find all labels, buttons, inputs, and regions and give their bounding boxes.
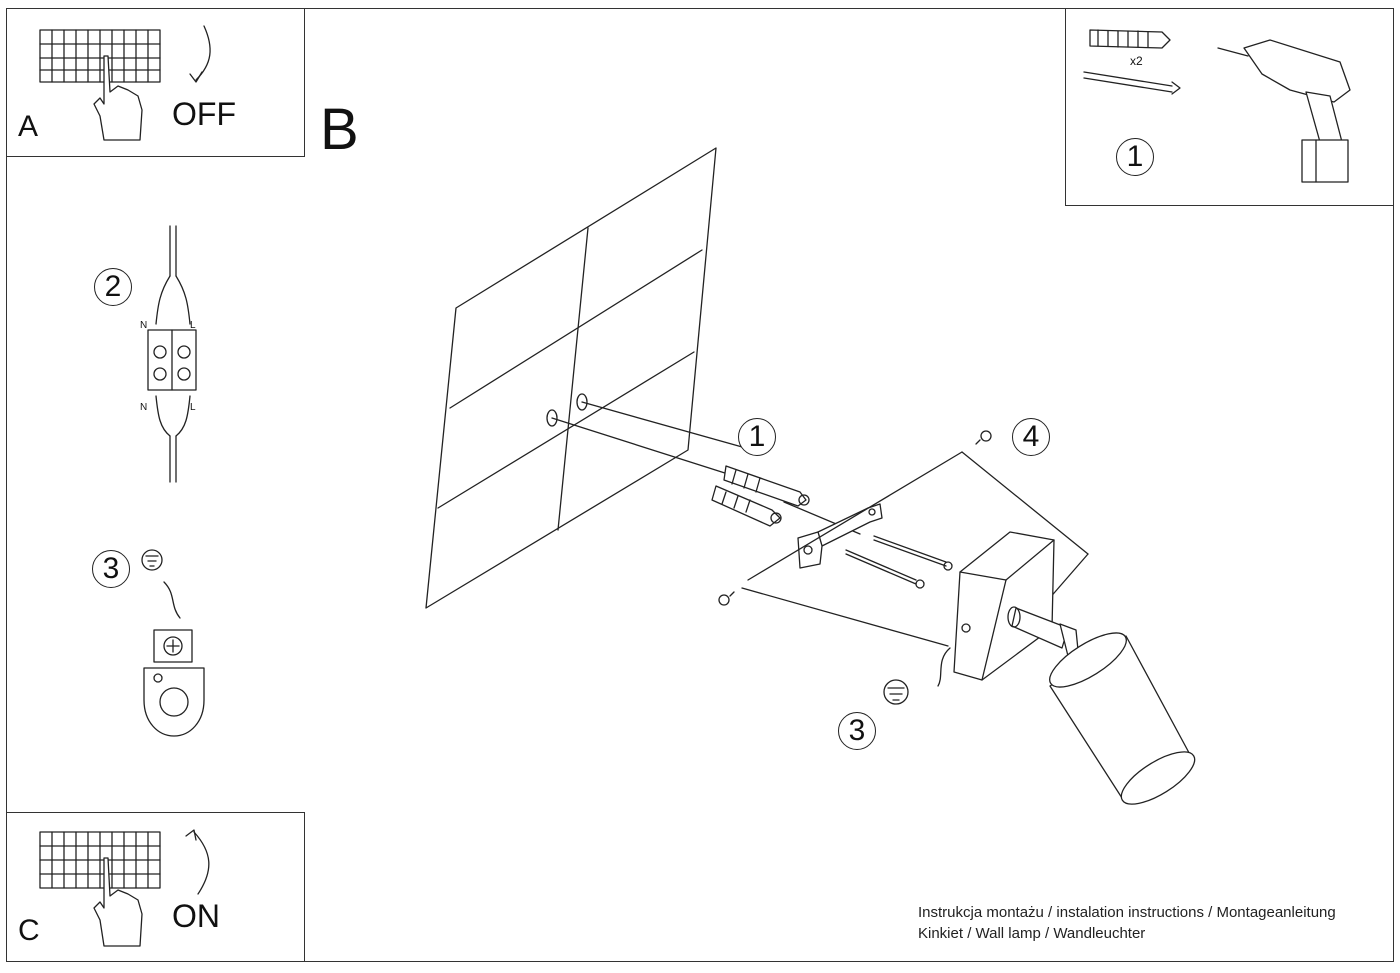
- wire-label-n-bottom: N: [140, 402, 148, 413]
- step-number-4: 4: [1012, 418, 1050, 456]
- hand-pointer-icon: [93, 55, 143, 141]
- footer-line-1: Instrukcja montażu / instalation instruc…: [918, 904, 1336, 921]
- wire-label-l-bottom: L: [190, 402, 196, 413]
- circuit-breaker-icon-on: [39, 831, 161, 889]
- wall-panel: [425, 147, 717, 609]
- arrow-down-icon: [195, 25, 211, 81]
- step-number-3-main: 3: [838, 712, 876, 750]
- wire-label-n-top: N: [140, 320, 148, 331]
- panel-c-letter: C: [18, 914, 40, 947]
- drill-icon: [1217, 39, 1351, 183]
- panel-a-letter: A: [18, 110, 39, 143]
- panel-c-frame: [6, 812, 305, 962]
- hand-pointer-icon-c: [93, 857, 143, 947]
- terminal-block-icon: [147, 225, 197, 483]
- outer-frame: [6, 8, 1394, 962]
- footer-caption: Instrukcja montażu / instalation instruc…: [918, 902, 1336, 944]
- step-number-3-left: 3: [92, 550, 130, 588]
- panel-c-action: ON: [172, 898, 220, 934]
- ground-symbol-icon: [141, 549, 163, 571]
- small-screw-icon: [718, 430, 992, 606]
- step-number-2: 2: [94, 268, 132, 306]
- kit-quantity: x2: [1130, 54, 1143, 68]
- wire-label-l-top: L: [190, 320, 196, 331]
- footer-line-2: Kinkiet / Wall lamp / Wandleuchter: [918, 925, 1146, 942]
- circuit-breaker-icon-off: [39, 29, 161, 83]
- panel-a-action: OFF: [172, 96, 236, 132]
- step-number-1-main: 1: [738, 418, 776, 456]
- kit-panel-frame: [1065, 8, 1394, 206]
- step-number-kit: 1: [1116, 138, 1154, 176]
- wall-plug-icon: [1089, 29, 1171, 49]
- screw-icon: [1083, 71, 1181, 95]
- ground-terminal-icon: [143, 629, 205, 737]
- panel-a-frame: [6, 8, 305, 157]
- wall-plug-pair: [711, 465, 810, 527]
- arrow-up-icon: [193, 831, 210, 895]
- panel-b-letter: B: [320, 97, 359, 162]
- lamp-spotlight: [1007, 606, 1196, 805]
- lamp-base: [937, 531, 1055, 687]
